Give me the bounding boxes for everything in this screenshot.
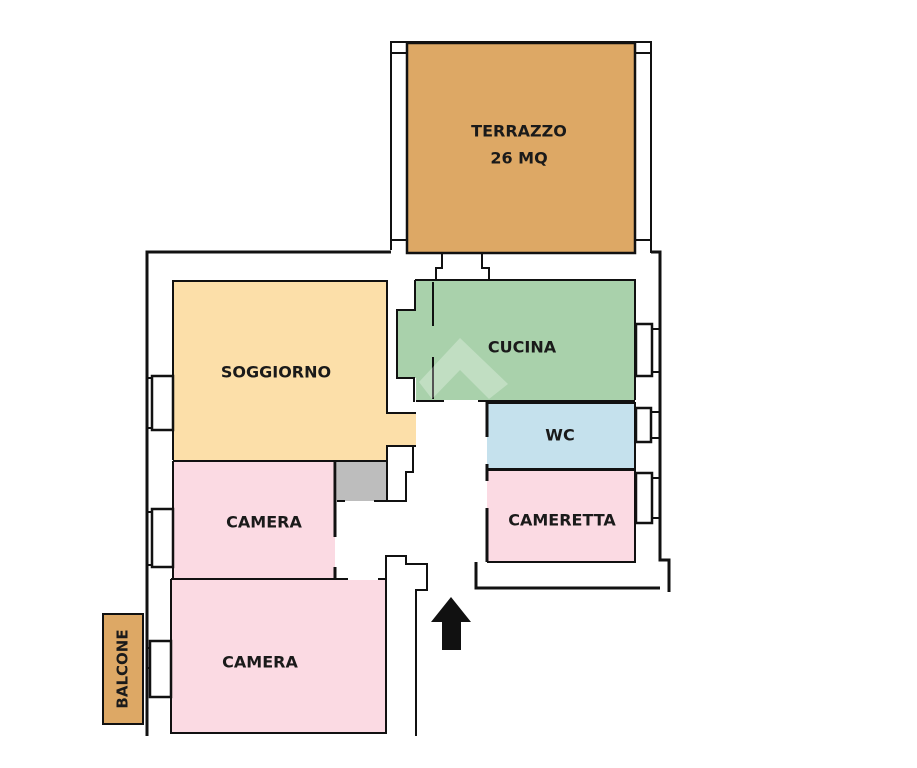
terrazzo-label: TERRAZZO [471, 122, 567, 141]
cucina-label: CUCINA [488, 338, 557, 357]
soggiorno-label: SOGGIORNO [221, 363, 331, 382]
camera-1-fill [173, 461, 335, 578]
camera-2-fill [171, 580, 386, 733]
camera-1-label: CAMERA [226, 513, 302, 532]
terrazzo-area: 26 MQ [490, 149, 547, 168]
window [634, 322, 654, 378]
room-camera-2[interactable]: CAMERA [170, 578, 387, 734]
room-wc[interactable]: WC [485, 402, 636, 470]
windows-right [634, 322, 660, 525]
cameretta-label: CAMERETTA [508, 511, 616, 530]
room-cameretta[interactable]: CAMERETTA [485, 464, 636, 563]
window [148, 639, 173, 699]
house-logo-icon [419, 338, 508, 399]
camera-2-label: CAMERA [222, 653, 298, 672]
corridor-walls [385, 555, 477, 736]
wc-label: WC [545, 426, 574, 445]
wc-fill [487, 403, 635, 469]
window [150, 507, 175, 569]
room-cucina[interactable]: CUCINA [396, 279, 636, 402]
cameretta-fill [487, 470, 635, 562]
windows-left [147, 374, 175, 699]
balcone-label: BALCONE [114, 629, 132, 708]
room-ripostiglio[interactable] [337, 445, 414, 502]
room-camera-1[interactable]: CAMERA [172, 460, 387, 580]
soggiorno-fill [173, 281, 416, 460]
room-balcone[interactable]: BALCONE [102, 613, 144, 725]
window [634, 406, 653, 444]
window [150, 374, 175, 432]
cucina-fill [397, 280, 635, 400]
room-terrazzo[interactable]: TERRAZZO 26 MQ [390, 41, 661, 262]
arrow-up-icon [431, 597, 471, 650]
balcone-fill [102, 613, 144, 725]
window [634, 471, 654, 525]
ripostiglio-fill [337, 462, 387, 501]
terrazzo-fill [405, 41, 637, 255]
room-soggiorno[interactable]: SOGGIORNO [172, 280, 416, 460]
